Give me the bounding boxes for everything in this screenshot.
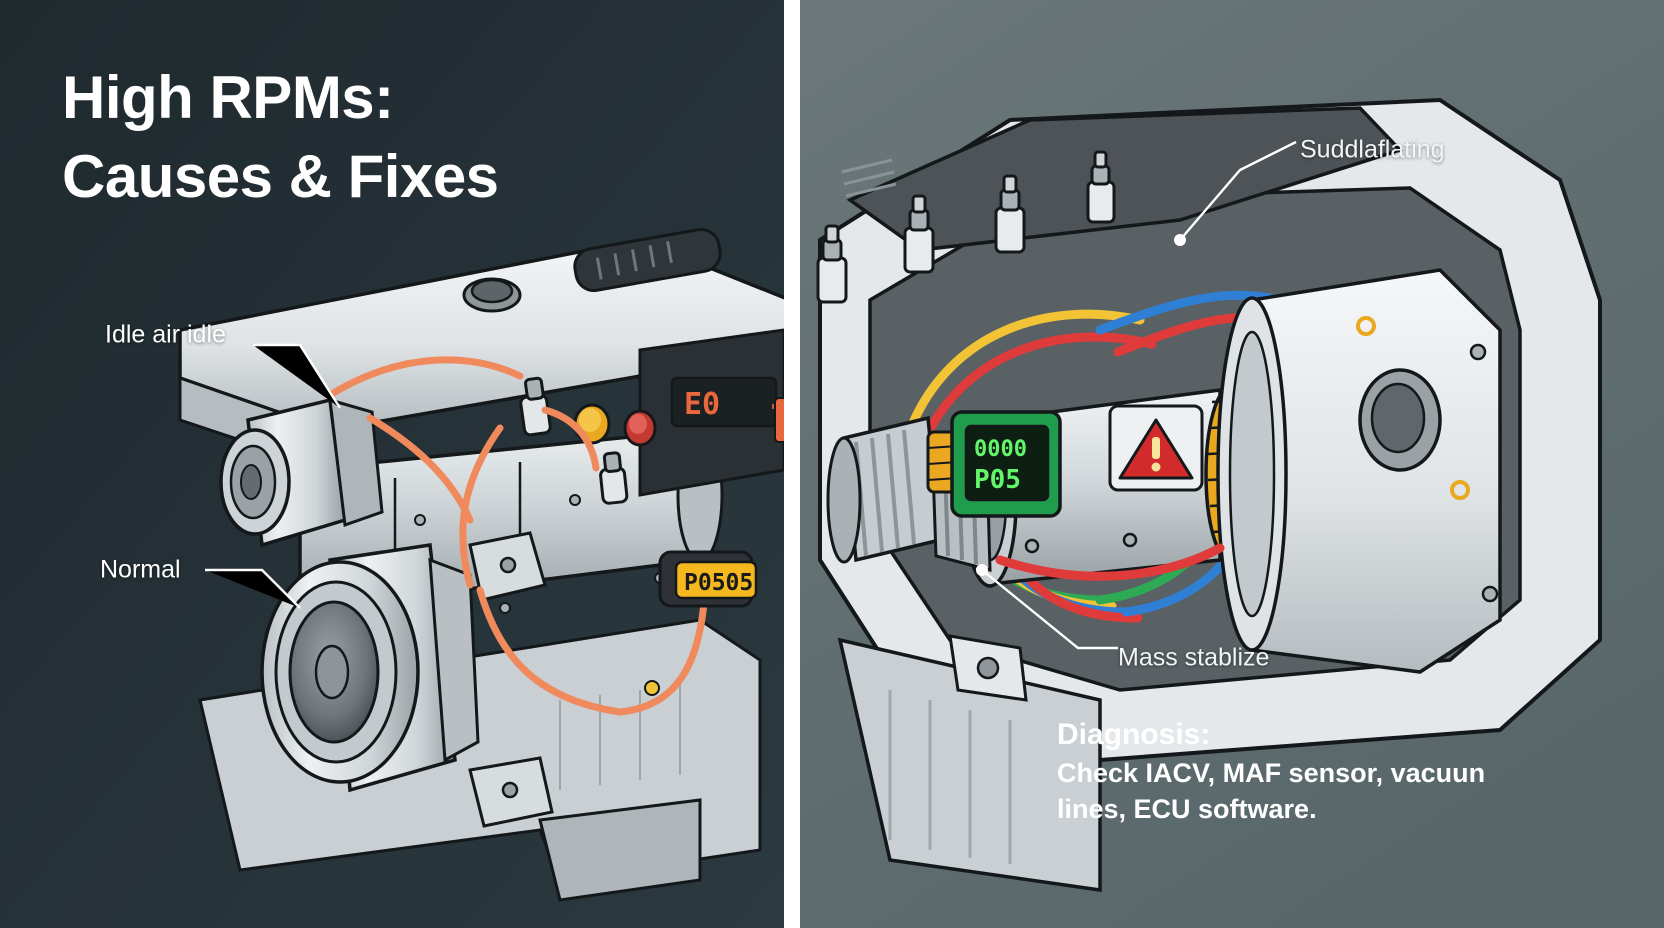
lcd-line-1: 0000 — [974, 437, 1027, 462]
lcd-display-module: 0000 P05 — [926, 410, 1062, 518]
diagnosis-body: Check IACV, MAF sensor, vacuun lines, EC… — [1057, 758, 1486, 824]
diagnosis-heading: Diagnosis: — [1057, 718, 1211, 751]
leader-normal — [205, 570, 300, 608]
leader-idle-air-idle — [253, 345, 340, 408]
left-code-chip: P0505 — [658, 550, 758, 608]
callout-label-mass-stablize: Mass stablize — [1118, 643, 1270, 672]
left-panel: E0 — [0, 0, 784, 928]
panel-divider — [784, 0, 800, 928]
lcd-line-2: P05 — [974, 465, 1021, 495]
left-code-chip-text: P0505 — [684, 570, 753, 596]
callout-label-suddlaflating: Suddlaflating — [1300, 135, 1445, 164]
left-indicator-display-text: E0 — [684, 387, 720, 422]
callout-label-normal: Normal — [100, 555, 181, 584]
diagnosis-block: Diagnosis: Check IACV, MAF sensor, vacuu… — [1057, 718, 1617, 827]
left-engine-illustration: E0 — [0, 0, 784, 928]
page-title: High RPMs: Causes & Fixes — [62, 64, 499, 211]
warning-triangle-icon — [1108, 404, 1204, 492]
callout-label-idle-air-idle: Idle air idle — [105, 320, 226, 349]
right-engine-illustration: 0000 P05 — [800, 0, 1664, 928]
right-panel: 0000 P05 — [800, 0, 1664, 928]
